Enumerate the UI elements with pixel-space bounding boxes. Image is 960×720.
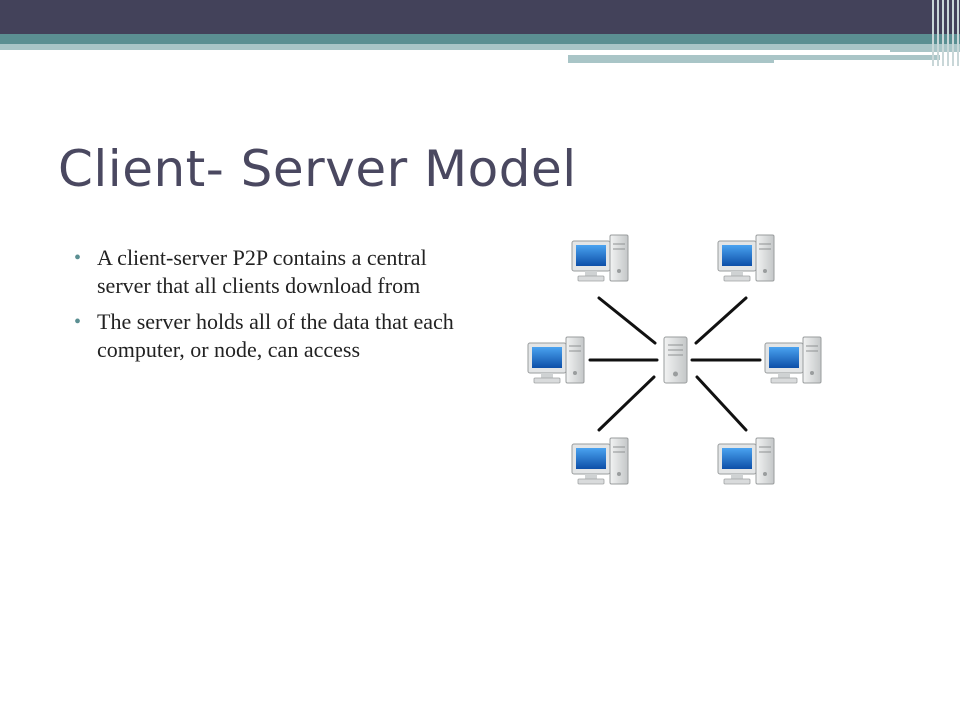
client-computer-icon [764, 336, 822, 384]
header-light-bar-lower [568, 55, 774, 63]
header-light-bar-right [568, 44, 960, 52]
header-white-line [568, 50, 890, 52]
client-computer-icon [571, 234, 629, 282]
client-server-diagram [527, 234, 822, 485]
bullet-item: • A client-server P2P contains a central … [72, 244, 472, 300]
header-vertical-strips [930, 0, 960, 66]
bullet-dot-icon: • [74, 311, 82, 333]
bullet-item: • The server holds all of the data that e… [72, 308, 472, 364]
bullet-list: • A client-server P2P contains a central … [72, 244, 472, 372]
client-computer-icon [571, 437, 629, 485]
header-light-bar-lower-right [774, 55, 940, 60]
header-dark-bar [0, 0, 960, 34]
bullet-text: A client-server P2P contains a central s… [97, 245, 427, 298]
bullet-text: The server holds all of the data that ea… [97, 309, 454, 362]
server-icon [663, 336, 688, 384]
slide-title: Client- Server Model [58, 140, 577, 198]
bullet-dot-icon: • [74, 247, 82, 269]
header-teal-bar [0, 34, 960, 44]
client-computer-icon [717, 437, 775, 485]
client-computer-icon [717, 234, 775, 282]
connection-lines [588, 296, 762, 432]
header-light-bar [0, 44, 568, 50]
client-computer-icon [527, 336, 585, 384]
